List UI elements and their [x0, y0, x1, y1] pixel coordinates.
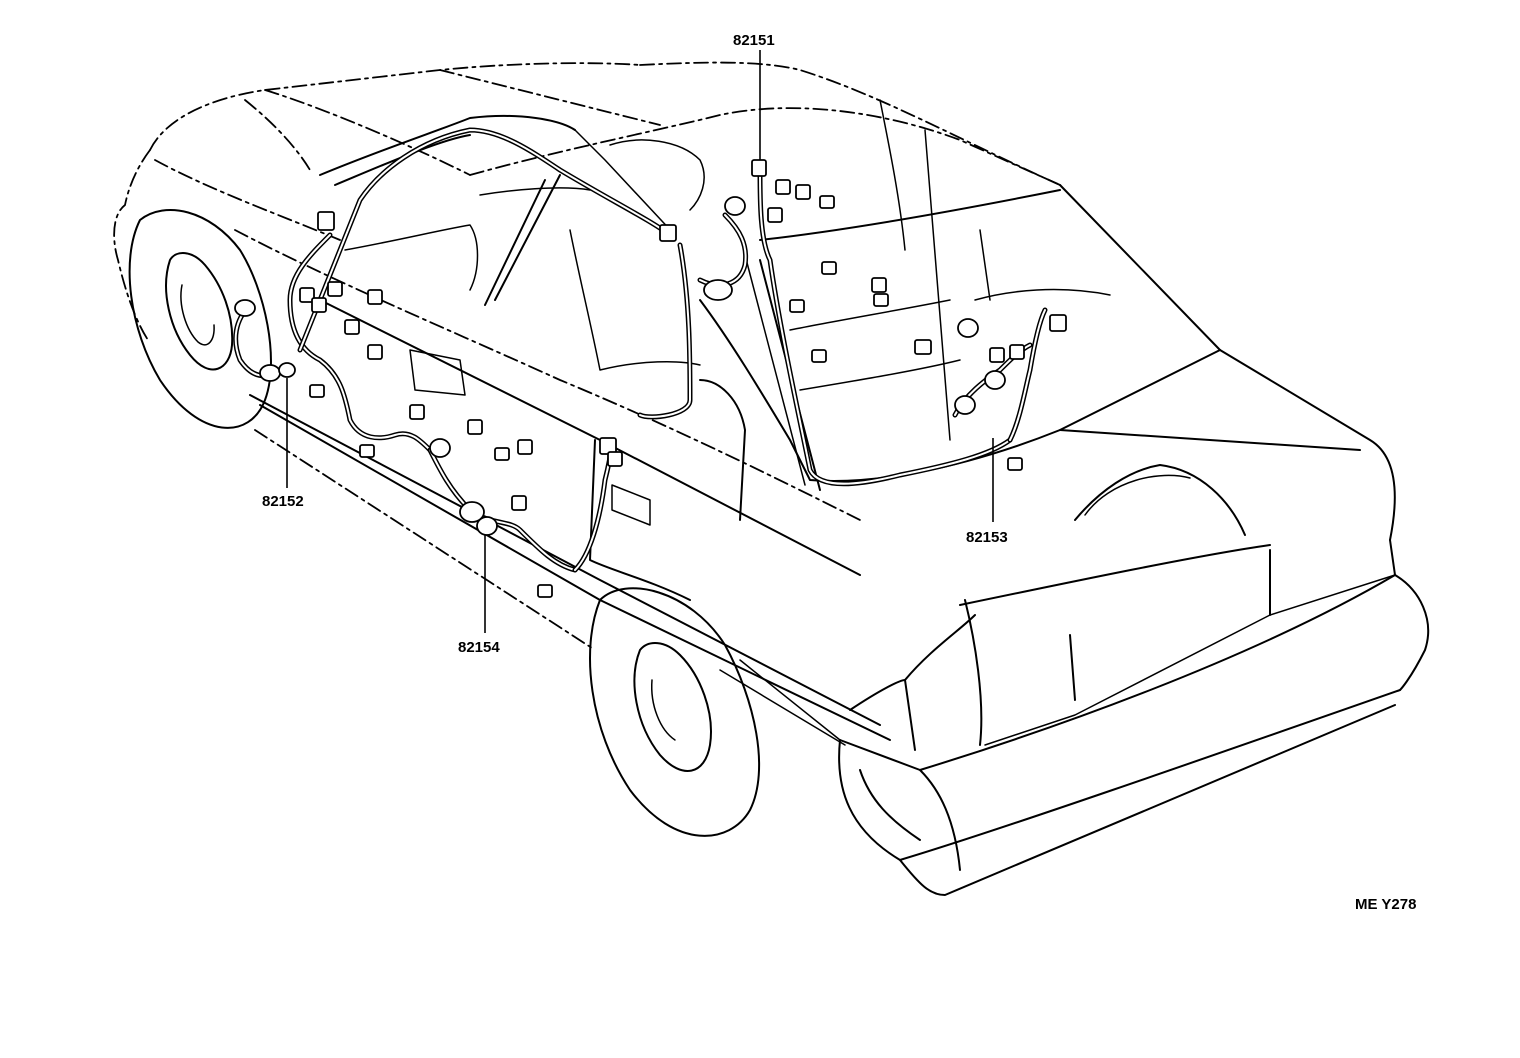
callout-label: 82153: [966, 529, 1008, 546]
callout-label: 82151: [733, 32, 775, 49]
figure-code: ME Y278: [1355, 896, 1416, 913]
callout-label: 82154: [458, 639, 500, 656]
callout-82154: 82154: [458, 535, 500, 656]
callout-label: 82152: [262, 493, 304, 510]
callout-82152: 82152: [262, 378, 304, 510]
callout-82153: 82153: [966, 438, 1008, 546]
car-body: [113, 61, 1430, 896]
connectors: [234, 159, 1067, 598]
wiring-harness: [233, 127, 1048, 573]
callout-82151: 82151: [733, 32, 775, 160]
